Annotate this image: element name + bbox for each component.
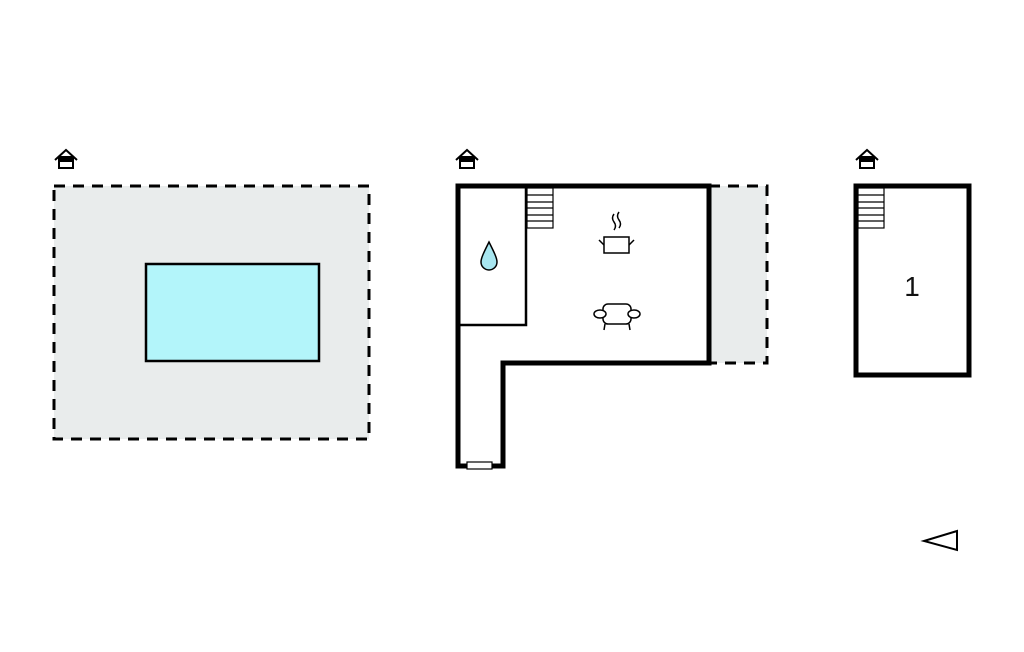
cooking-pot-icon	[598, 211, 635, 254]
room-label: 1	[904, 271, 920, 302]
stairs-icon	[857, 187, 885, 229]
north-arrow-icon	[920, 529, 958, 552]
pool	[144, 262, 321, 363]
house-level-icon	[855, 149, 879, 169]
bathroom-wall	[458, 186, 528, 327]
terrace	[707, 184, 769, 365]
stairs-icon	[526, 187, 554, 229]
house-level-icon	[455, 149, 479, 169]
upper-floor-walls	[853, 183, 972, 378]
house-level-icon	[54, 149, 78, 169]
ground-floor-walls	[455, 183, 712, 469]
water-drop-icon	[480, 240, 498, 271]
entrance-door	[466, 461, 493, 470]
sofa-icon	[593, 303, 641, 331]
